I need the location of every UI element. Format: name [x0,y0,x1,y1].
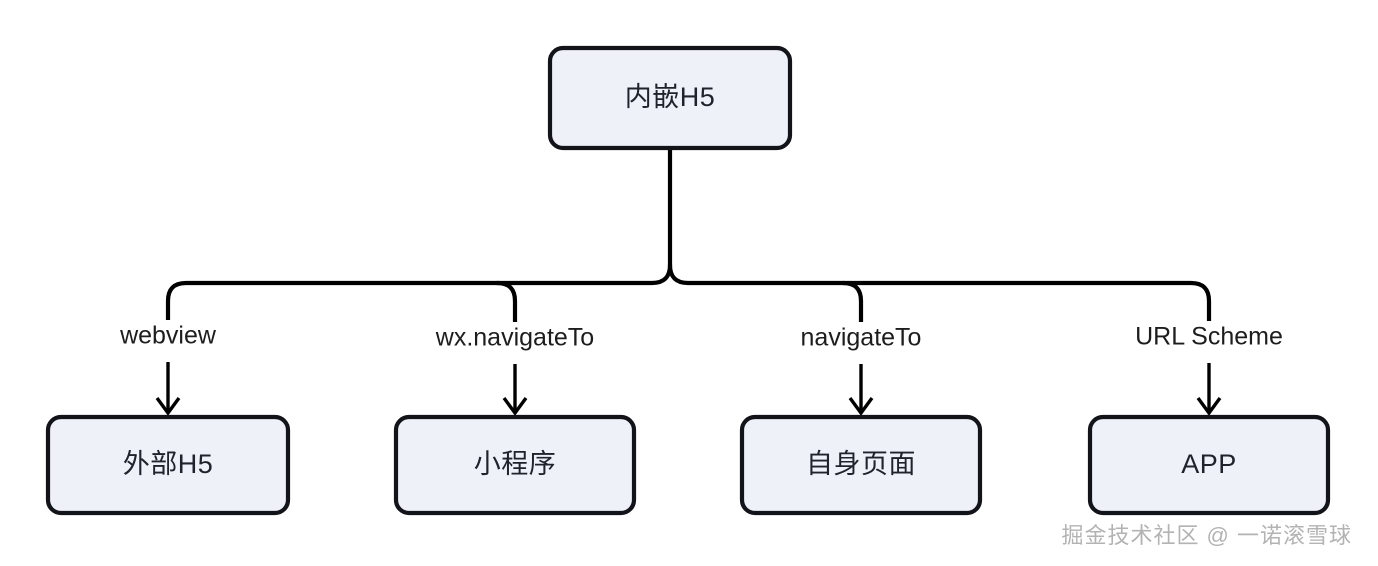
arrow-head-app [1196,396,1222,416]
node-label-external-h5: 外部H5 [123,449,214,479]
node-label-app: APP [1181,449,1237,479]
branch-elbow-mini-program [494,280,518,304]
node-mini-program[interactable]: 小程序 [393,414,637,516]
node-box-self-page[interactable] [739,414,983,516]
node-root[interactable]: 内嵌H5 [547,45,793,151]
edge-label-self-page: navigateTo [801,324,922,352]
bus-left-path [165,262,673,304]
arrow-head-mini-program [502,396,528,416]
node-box-app[interactable] [1087,414,1331,516]
edge-label-app: URL Scheme [1135,323,1283,351]
watermark-label: 掘金技术社区 @ 一诺滚雪球 [1061,523,1352,548]
child-node-group: 外部H5 小程序 自身页面 APP [45,414,1331,516]
root-node-box[interactable] [547,45,793,151]
edge-label-external-h5: webview [119,322,217,350]
branch-drop-lines [165,280,1212,322]
edge-label-backdrop-mini-program [429,322,601,356]
edge-label-backdrop-app [1142,321,1276,355]
arrow-group [155,362,1222,416]
edge-label-backdrop-self-page [794,322,928,356]
node-external-h5[interactable]: 外部H5 [45,414,291,516]
branch-elbow-self-page [840,280,864,304]
node-app[interactable]: APP [1087,414,1331,516]
arrow-head-self-page [848,396,874,416]
root-node-label: 内嵌H5 [625,82,716,112]
node-box-external-h5[interactable] [45,414,291,516]
node-label-mini-program: 小程序 [474,449,557,479]
connector-group [165,145,1212,322]
edge-label-mini-program: wx.navigateTo [435,324,594,352]
edge-label-group: webview wx.navigateTo navigateTo URL Scheme [119,320,1283,356]
bus-right-path [667,262,1212,304]
edge-label-backdrop-external-h5 [119,320,217,354]
node-self-page[interactable]: 自身页面 [739,414,983,516]
arrow-head-external-h5 [155,396,181,416]
node-box-mini-program[interactable] [393,414,637,516]
node-label-self-page: 自身页面 [806,449,916,479]
